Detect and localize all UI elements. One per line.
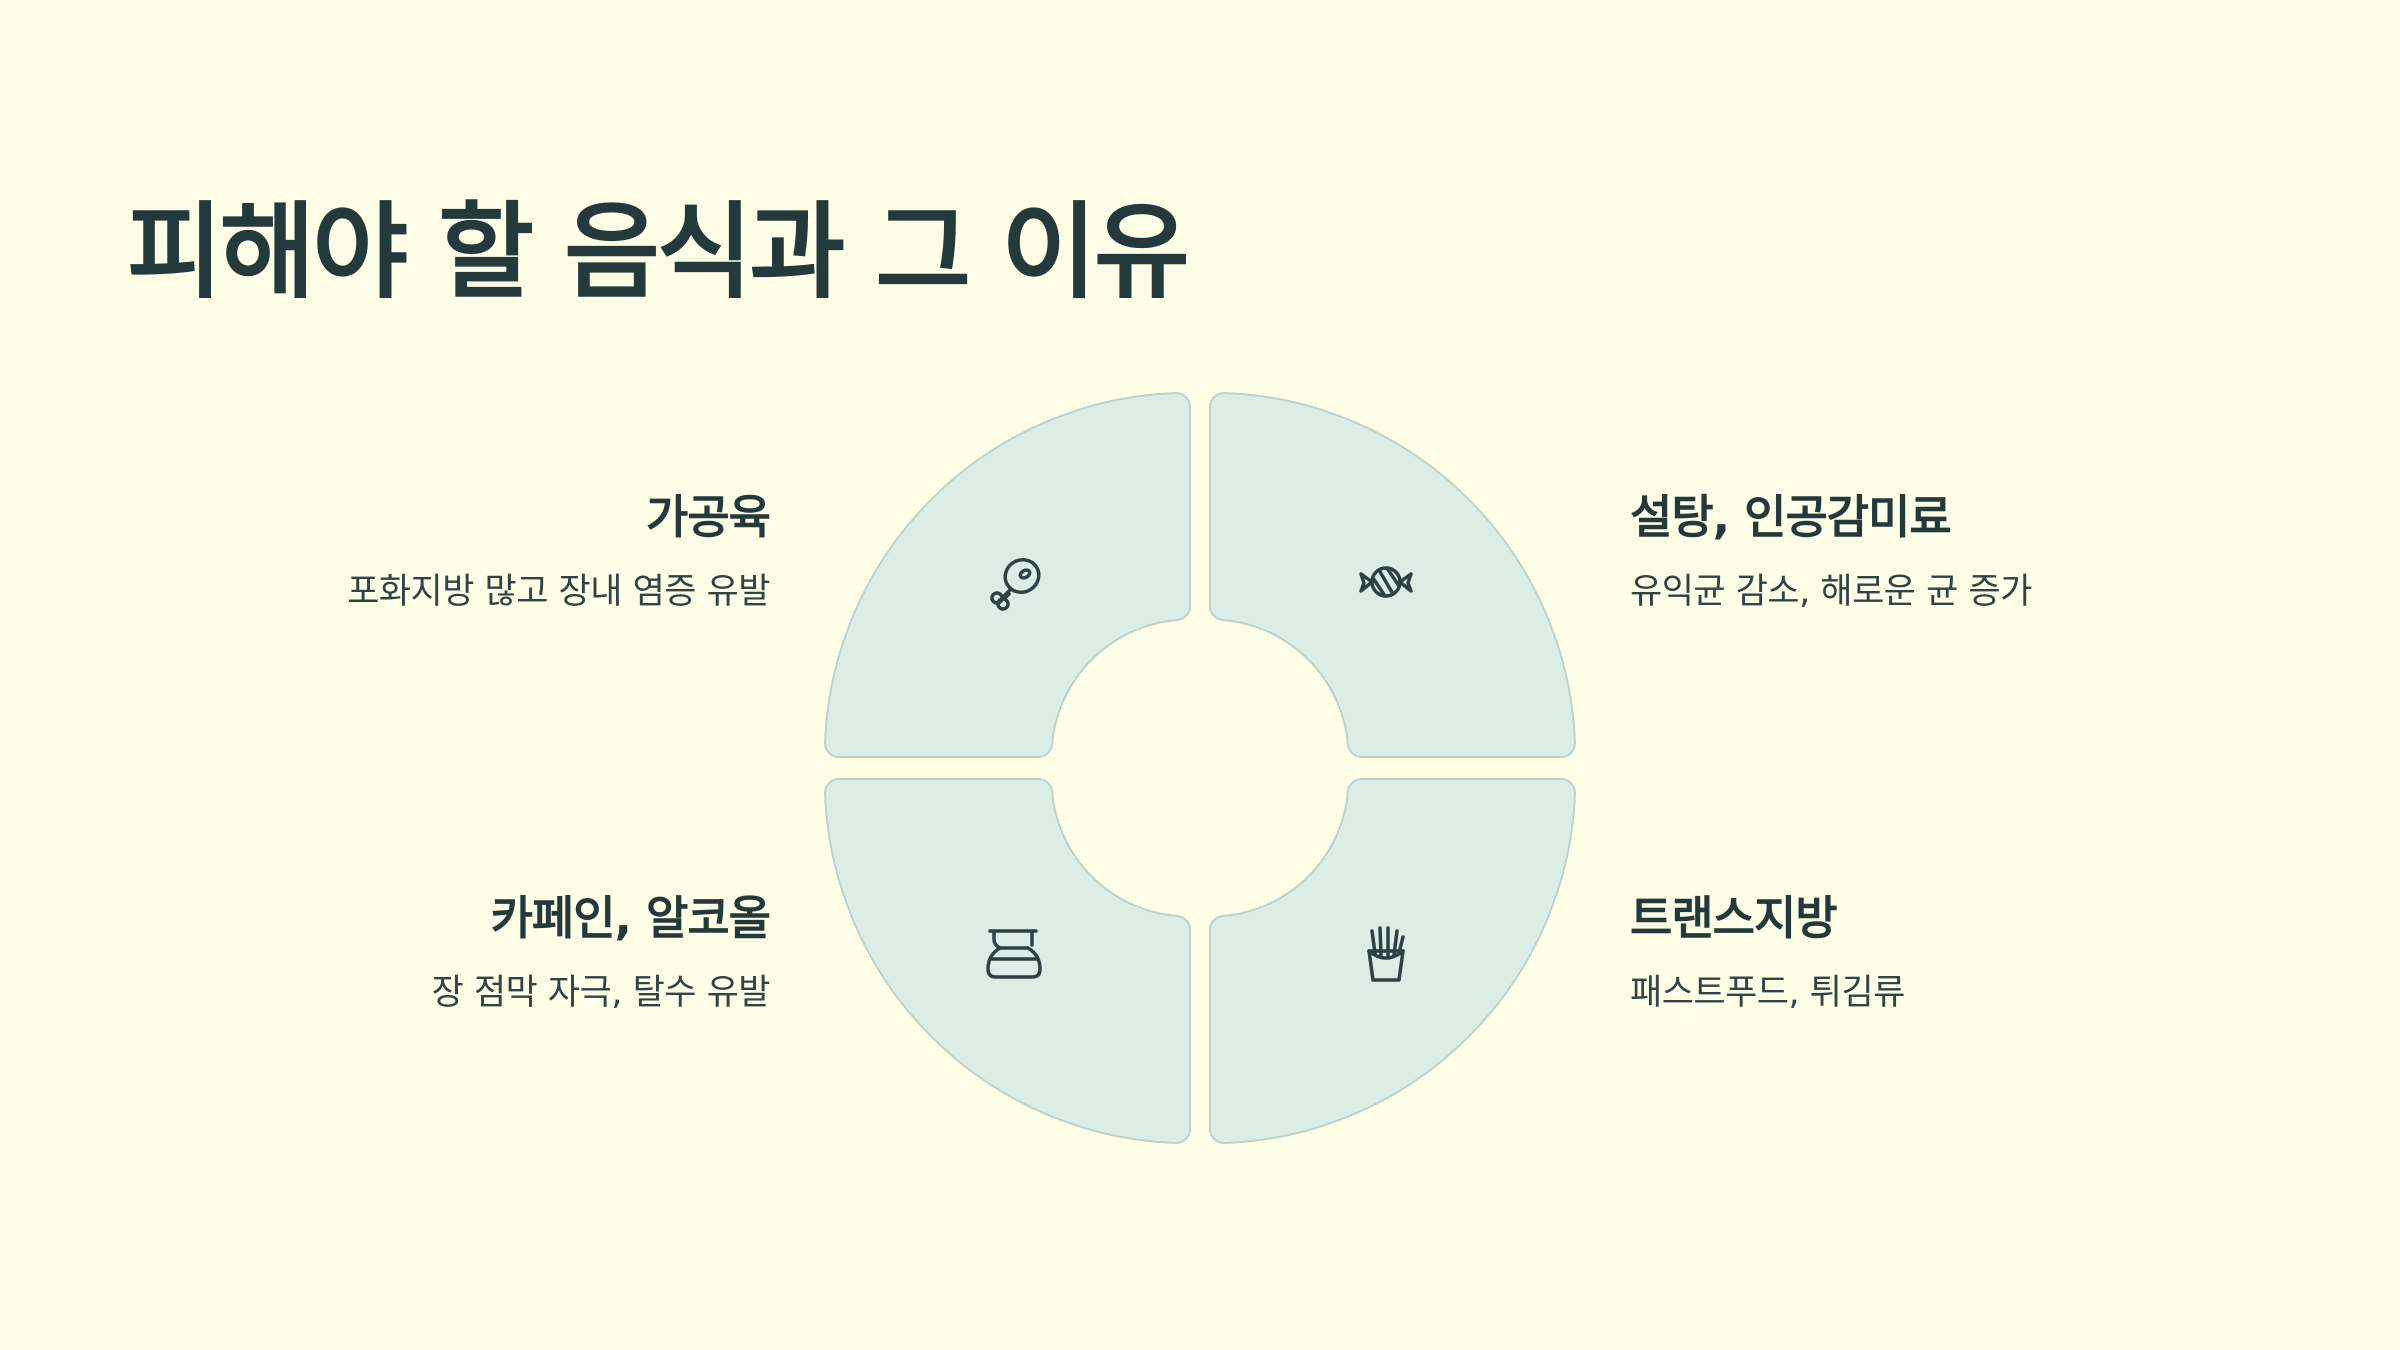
segment-bottom-left[interactable]	[823, 777, 1192, 1145]
item-desc-sugar: 유익균 감소, 해로운 균 증가	[1630, 572, 2032, 613]
item-bottom-left: 카페인, 알코올 장 점막 자극, 탈수 유발	[250, 891, 771, 1014]
item-top-left: 가공육 포화지방 많고 장내 염증 유발	[250, 490, 771, 613]
item-top-right: 설탕, 인공감미료 유익균 감소, 해로운 균 증가	[1630, 490, 2150, 613]
page-title: 피해야 할 음식과 그 이유	[127, 191, 1190, 313]
item-title-caffeine: 카페인, 알코올	[490, 891, 771, 945]
segment-top-left[interactable]	[823, 391, 1192, 759]
meat-drumstick-icon	[990, 557, 1041, 611]
item-title-processed-meat: 가공육	[646, 490, 771, 544]
candy-icon	[1359, 566, 1413, 598]
item-bottom-right: 트랜스지방 패스트푸드, 튀김류	[1630, 891, 2150, 1014]
item-title-sugar: 설탕, 인공감미료	[1630, 490, 1952, 544]
item-desc-processed-meat: 포화지방 많고 장내 염증 유발	[347, 572, 770, 613]
item-desc-caffeine: 장 점막 자극, 탈수 유발	[431, 973, 771, 1014]
item-title-trans-fat: 트랜스지방	[1630, 891, 1838, 945]
segment-bottom-right[interactable]	[1208, 777, 1577, 1145]
coffee-pot-icon	[986, 929, 1042, 979]
item-desc-trans-fat: 패스트푸드, 튀김류	[1630, 973, 1905, 1014]
french-fries-icon	[1367, 926, 1405, 982]
